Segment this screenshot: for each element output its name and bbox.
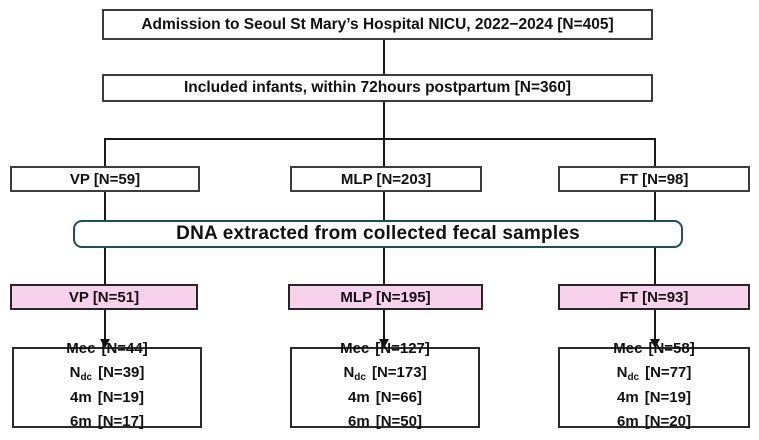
extracted-label-vp: VP [N=51] (68, 288, 140, 306)
arrow-shaft-mlp (383, 308, 385, 341)
sample-count-row: Ndc [N=39] (70, 363, 145, 388)
sample-count-row: 6m [N=50] (348, 412, 422, 437)
sample-type: 6m (70, 413, 92, 430)
arrow-shaft-vp (104, 308, 106, 341)
sample-n: [N=19] (644, 388, 691, 406)
sample-count-row: 4m [N=66] (348, 388, 422, 413)
connector-included-to-branch (383, 101, 385, 140)
group-label-mlp: MLP [N=203] (340, 170, 432, 188)
sample-type: 4m (70, 388, 92, 406)
sample-n: [N=50] (375, 413, 422, 430)
extracted-box-vp: VP [N=51] (10, 284, 198, 310)
sample-type: Mec (340, 339, 370, 357)
admission-label: Admission to Seoul St Mary’s Hospital NI… (141, 15, 614, 33)
branch-drop-vp (104, 138, 106, 168)
group-label-vp: VP [N=59] (69, 170, 141, 188)
sample-n: [N=66] (375, 388, 422, 406)
sample-type: N (343, 364, 355, 381)
sample-count-row: 6m [N=20] (617, 412, 691, 437)
group-box-vp: VP [N=59] (10, 166, 200, 192)
connector-admission-to-included (383, 39, 385, 76)
sample-n: [N=77] (645, 364, 692, 381)
group-box-mlp: MLP [N=203] (290, 166, 482, 192)
admission-box: Admission to Seoul St Mary’s Hospital NI… (102, 9, 653, 40)
arrow-down-icon (650, 339, 660, 348)
sample-count-row: Mec [N=44] (66, 339, 147, 364)
sample-n: [N=20] (644, 413, 691, 430)
extracted-label-mlp: MLP [N=195] (340, 288, 431, 306)
sample-count-row: Mec [N=127] (340, 339, 430, 364)
sample-count-row: 4m [N=19] (70, 388, 144, 413)
extracted-box-ft: FT [N=93] (558, 284, 750, 310)
sample-type: N (616, 364, 628, 381)
sample-type: 6m (617, 413, 639, 430)
sample-count-row: Ndc [N=77] (617, 363, 692, 388)
extracted-box-mlp: MLP [N=195] (288, 284, 483, 310)
sample-n: [N=127] (375, 339, 430, 357)
sample-n: [N=173] (371, 364, 427, 381)
sample-counts-box-mlp: Mec [N=127] Ndc [N=173] 4m [N=66] 6m [N=50] (290, 340, 480, 430)
branch-drop-ft (654, 138, 656, 168)
sample-type: 4m (617, 388, 639, 406)
sample-n: [N=39] (98, 364, 145, 381)
sample-counts-box-ft: Mec [N=58] Ndc [N=77] 4m [N=19] 6m [N=20] (558, 340, 750, 430)
sample-type: N (69, 364, 81, 381)
sample-n: [N=44] (101, 339, 148, 357)
dna-extraction-box: DNA extracted from collected fecal sampl… (73, 220, 683, 248)
extracted-label-ft: FT [N=93] (619, 288, 689, 306)
arrow-shaft-ft (654, 308, 656, 341)
sample-n: [N=58] (648, 339, 695, 357)
branch-drop-mlp (383, 138, 385, 168)
sample-type: 6m (348, 413, 370, 430)
dna-extraction-label: DNA extracted from collected fecal sampl… (176, 223, 580, 244)
sample-n: [N=17] (97, 413, 144, 430)
sample-type: 4m (348, 388, 370, 406)
group-label-ft: FT [N=98] (619, 170, 689, 188)
sample-count-row: 6m [N=17] (70, 412, 144, 437)
sample-count-row: Mec [N=58] (613, 339, 694, 364)
sample-count-row: 4m [N=19] (617, 388, 691, 413)
arrow-down-icon (379, 339, 389, 348)
sample-type: Mec (66, 339, 96, 357)
branch-horizontal-line (104, 138, 656, 140)
sample-type-subscript: dc (354, 372, 366, 383)
included-label: Included infants, within 72hours postpar… (183, 79, 572, 96)
included-box: Included infants, within 72hours postpar… (102, 74, 653, 102)
sample-type-subscript: dc (80, 372, 93, 383)
sample-count-row: Ndc [N=173] (343, 363, 426, 388)
sample-type: Mec (613, 339, 643, 357)
sample-type-subscript: dc (627, 372, 640, 383)
group-box-ft: FT [N=98] (558, 166, 750, 192)
arrow-down-icon (100, 339, 110, 348)
sample-n: [N=19] (97, 388, 144, 406)
sample-counts-box-vp: Mec [N=44] Ndc [N=39] 4m [N=19] 6m [N=17] (12, 340, 202, 430)
